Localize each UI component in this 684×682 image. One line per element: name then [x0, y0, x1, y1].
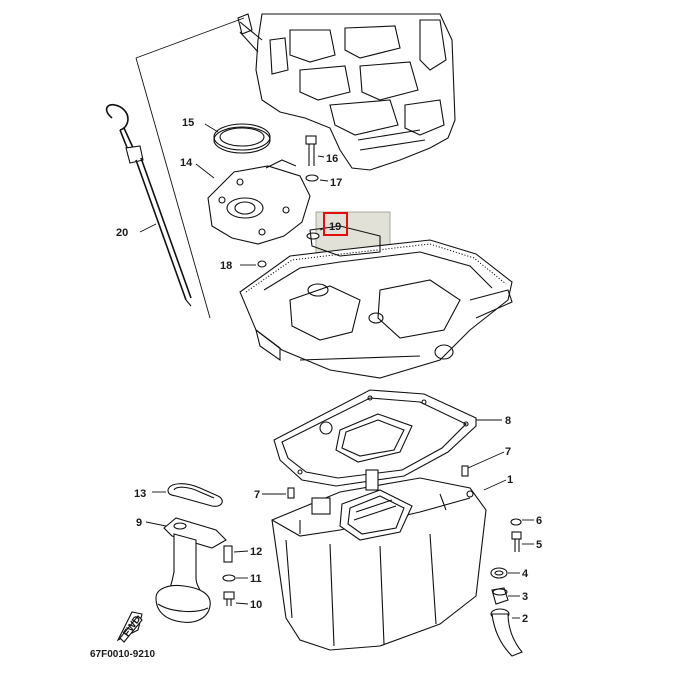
- drain-pipe-2: [490, 608, 523, 657]
- gasket-4: [490, 567, 520, 579]
- part-label-10: 10: [250, 599, 262, 611]
- part-label-3: 3: [522, 591, 528, 603]
- bolt-12: [223, 545, 249, 563]
- oil-strainer-9: [145, 517, 227, 623]
- part-label-17: 17: [330, 177, 342, 189]
- part-label-18: 18: [220, 260, 232, 272]
- part-label-2: 2: [522, 613, 528, 625]
- drain-plug-3: [491, 587, 520, 605]
- part-label-11: 11: [250, 573, 262, 585]
- gasket-13: [152, 483, 223, 507]
- fwd-badge: FWD: [116, 611, 143, 643]
- dowel-7-lower: [262, 487, 295, 499]
- oil-pan: [271, 469, 507, 651]
- part-label-7a: 7: [505, 446, 511, 458]
- part-label-1: 1: [507, 474, 513, 486]
- part-label-6: 6: [536, 515, 542, 527]
- part-label-14: 14: [180, 157, 193, 169]
- exhaust-guide: [239, 225, 513, 379]
- bolt-16: [305, 135, 325, 166]
- part-label-12: 12: [250, 546, 262, 558]
- part-label-16: 16: [326, 153, 338, 165]
- part-label-9: 9: [136, 517, 142, 529]
- washer-11: [222, 574, 248, 582]
- part-label-13: 13: [134, 488, 146, 500]
- part-label-19: 19: [329, 221, 341, 233]
- part-label-4: 4: [522, 568, 529, 580]
- part-label-15: 15: [182, 117, 194, 129]
- bolt-5: [511, 531, 534, 552]
- powerhead-block: [237, 13, 456, 171]
- part-label-7b: 7: [254, 489, 260, 501]
- oil-seal-15: [204, 123, 271, 154]
- dowel-7-upper: [461, 451, 505, 477]
- part-label-20: 20: [116, 227, 128, 239]
- diagram-code: 67F0010-9210: [90, 649, 155, 660]
- washer-17: [305, 174, 329, 182]
- washer-6: [510, 518, 534, 526]
- part-label-8: 8: [505, 415, 511, 427]
- dipstick: [105, 17, 245, 319]
- oil-pump-housing: [195, 159, 311, 245]
- dowel-18: [240, 260, 267, 268]
- highlight-box-19: [323, 212, 348, 236]
- gasket-8: [273, 389, 502, 487]
- part-label-5: 5: [536, 539, 542, 551]
- bolt-10: [223, 591, 249, 606]
